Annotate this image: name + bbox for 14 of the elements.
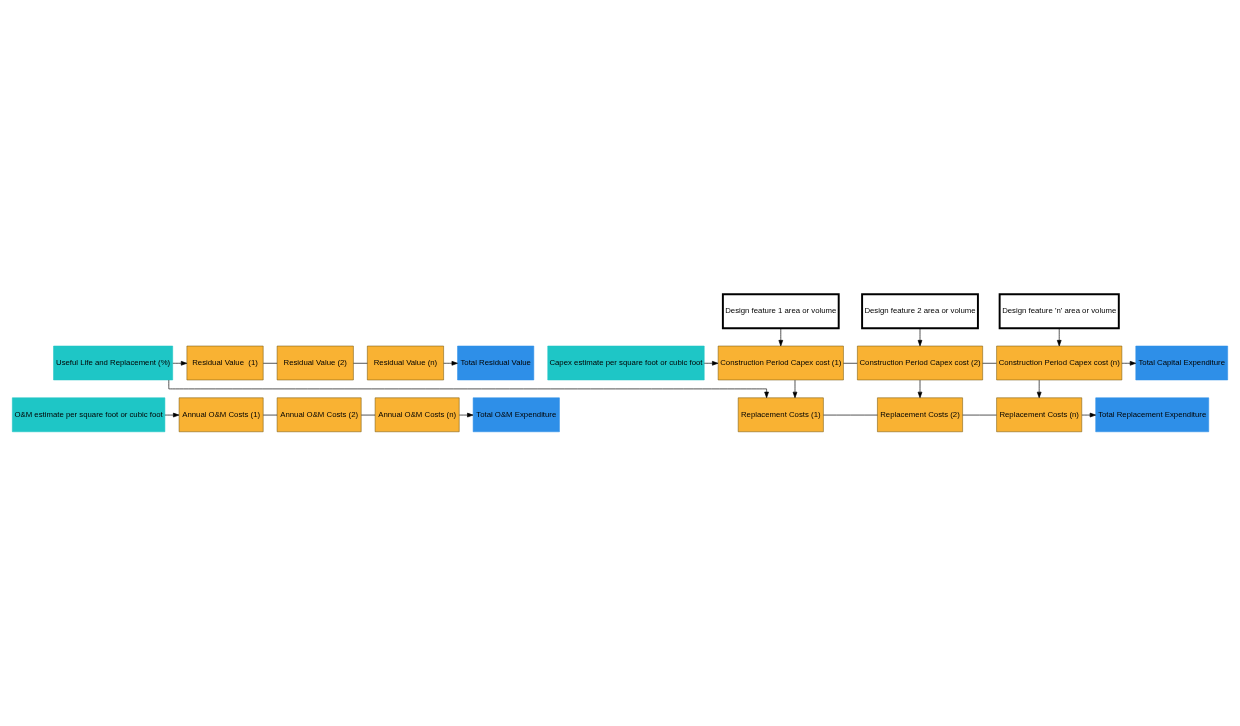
arrow [164, 412, 180, 418]
arrow [917, 327, 923, 347]
arrow [792, 379, 798, 399]
arrow [168, 379, 769, 398]
arrow [1081, 412, 1096, 418]
arrow [1056, 327, 1062, 347]
arrow [1036, 379, 1042, 399]
arrow [1121, 361, 1137, 366]
arrow [917, 379, 923, 399]
arrow [443, 361, 458, 366]
arrow [778, 327, 784, 347]
arrow [459, 412, 474, 418]
arrow [172, 361, 188, 366]
arrow [703, 361, 719, 366]
